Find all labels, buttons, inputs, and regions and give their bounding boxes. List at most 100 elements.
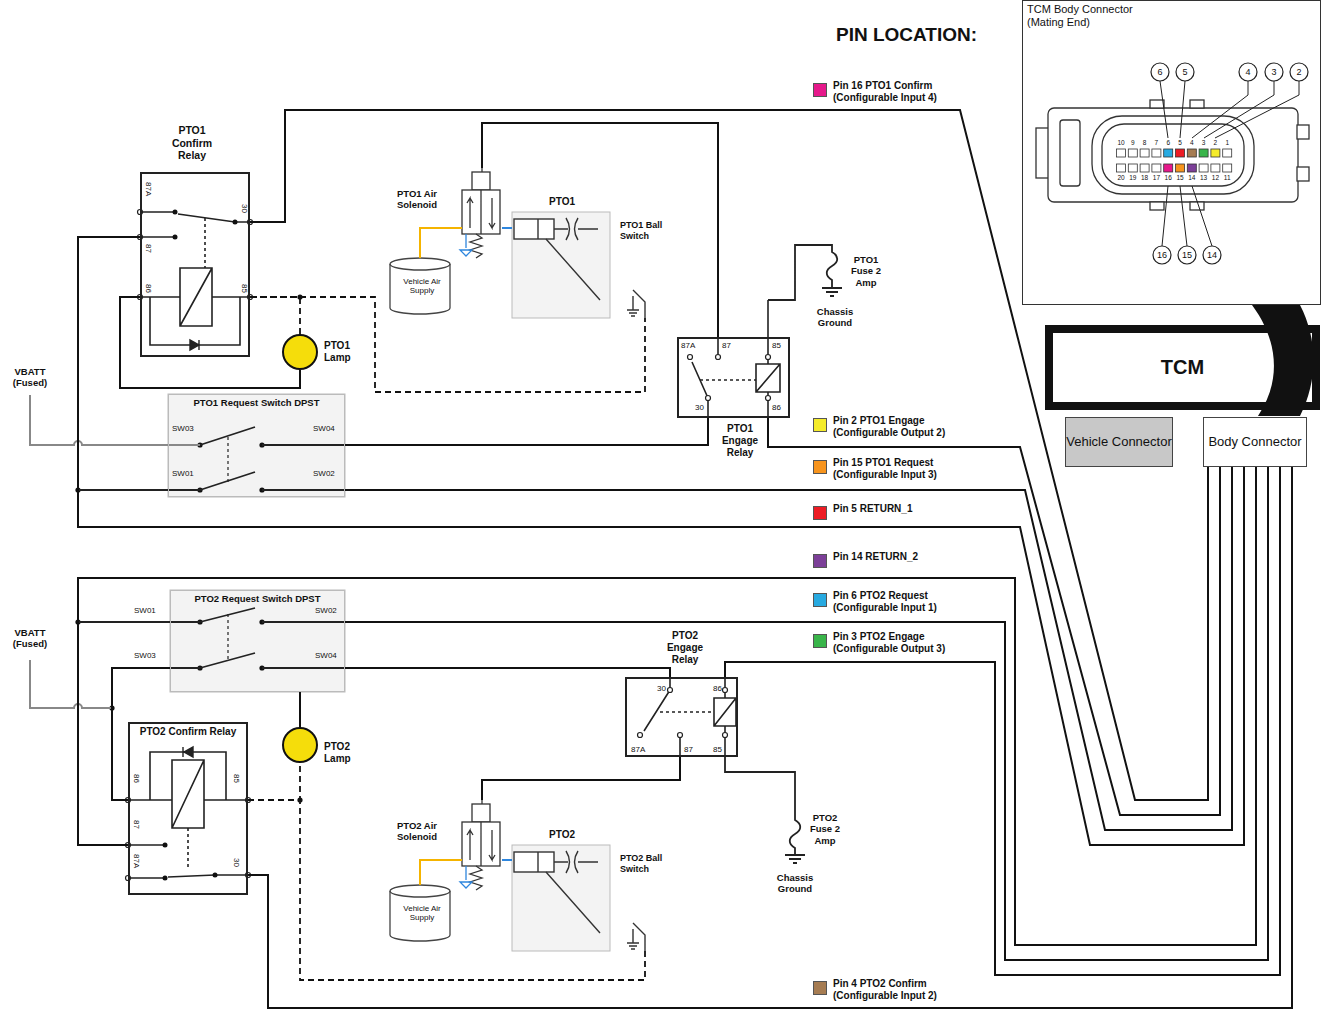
wire (250, 110, 1208, 800)
terminal (716, 355, 721, 360)
relay-box: PTO2 Engage Relay308687A8785 (625, 677, 738, 757)
connector-pin (1211, 164, 1220, 172)
air-solenoid-symbol (460, 800, 500, 890)
connector-pin (1152, 164, 1161, 172)
pin-number: 2 (1208, 139, 1222, 147)
connector-pin (1140, 149, 1149, 157)
box-fill (512, 845, 610, 951)
pin-number: 18 (1138, 174, 1152, 182)
pin-label: 86 (144, 284, 152, 293)
pin-color-swatch (813, 593, 827, 607)
part-label: PTO2 Lamp (324, 741, 360, 765)
connector-housing (1102, 124, 1244, 186)
terminal (723, 688, 728, 693)
pin-number: 12 (1208, 174, 1222, 182)
callout-number: 4 (1238, 66, 1258, 78)
pin-number: 19 (1126, 174, 1140, 182)
terminal (678, 733, 683, 738)
pin-label: 87A (631, 745, 645, 755)
callout-number: 5 (1175, 66, 1195, 78)
connector-pin (1128, 164, 1137, 172)
note-label: PTO2 Fuse 2 Amp (805, 812, 845, 846)
connector-pin (1117, 149, 1126, 157)
connector-pin (1187, 149, 1196, 157)
relay-internals (128, 212, 780, 878)
relay-internals (700, 379, 756, 381)
fuse-ground (768, 245, 842, 300)
part-label: PTO1 Ball Switch (620, 220, 664, 242)
connector-panel: TCM Body Connector (Mating End) (1022, 0, 1321, 305)
note-label: PTO1 Fuse 2 Amp (846, 254, 886, 288)
pin-color-swatch (813, 981, 827, 995)
pin-label: 30 (240, 204, 248, 213)
part-label: PTO1 Engage Relay (718, 423, 762, 459)
switch-wires (227, 437, 228, 661)
note-label: Chassis Ground (766, 872, 824, 895)
pin-legend-text: Pin 4 PTO2 Confirm (Configurable Input 2… (833, 978, 959, 1002)
pin-color-swatch (813, 418, 827, 432)
pin-color-swatch (813, 460, 827, 474)
pto-unit: PTO1PTO1 Ball Switch (512, 212, 672, 318)
part-label: PTO1 Request Switch DPST (169, 397, 344, 408)
connector-housing (1048, 108, 1298, 202)
callout-number: 6 (1150, 66, 1170, 78)
switch-box: PTO2 Request Switch DPSTSW01SW02SW03SW04 (170, 590, 345, 692)
connector-box: Body Connector (1203, 417, 1307, 467)
pin-label: 85 (232, 774, 240, 783)
pin-number: 10 (1114, 139, 1128, 147)
pin-color-swatch (813, 634, 827, 648)
air-solenoid-symbol (462, 822, 500, 866)
pin-number: 1 (1220, 139, 1234, 147)
vbatt-wire (30, 395, 200, 708)
diode-symbol (183, 747, 193, 757)
callout-circle (1178, 246, 1196, 264)
box-label: Vehicle Air Supply (395, 904, 449, 922)
pin-label: 85 (772, 341, 781, 351)
pin-legend-text: Pin 5 RETURN_1 (833, 503, 959, 515)
air-solenoid-symbol (460, 168, 500, 890)
terminal (126, 210, 771, 881)
callout-circle (1151, 63, 1308, 264)
connector-pin (1223, 164, 1232, 172)
air-solenoid-symbol (465, 866, 466, 880)
connector-housing (1060, 120, 1080, 186)
air-solenoid-symbol (470, 234, 482, 258)
relay-internals (128, 752, 248, 878)
junction-dot (163, 843, 168, 848)
pin-color-swatch (813, 554, 827, 568)
callout-number: 16 (1152, 249, 1172, 261)
fuse-ground (725, 757, 805, 863)
connector-pin (1199, 164, 1208, 172)
part-label: PTO2 Request Switch DPST (171, 593, 344, 604)
callout-number: 3 (1264, 66, 1284, 78)
connector-housing (1036, 100, 1309, 210)
connector-box: Vehicle Connector (1065, 417, 1173, 467)
pin-label: 85 (713, 745, 722, 755)
callout-circle (1239, 63, 1257, 81)
connector-pin (1187, 164, 1196, 172)
wire (120, 297, 300, 388)
pin-label: SW03 (134, 651, 156, 661)
part-label: PTO2 Engage Relay (663, 630, 707, 666)
air-tank: Vehicle Air Supply (390, 258, 454, 314)
wire (345, 418, 708, 445)
switch-wires (78, 427, 345, 668)
part-label: TCM Body Connector (Mating End) (1027, 3, 1157, 29)
box-label: TCM (1161, 356, 1204, 379)
pin-number: 4 (1185, 139, 1199, 147)
terminal (766, 396, 771, 401)
callout-number: 2 (1289, 66, 1309, 78)
pin-label: SW01 (134, 606, 156, 616)
pin-legend-text: Pin 14 RETURN_2 (833, 551, 959, 563)
wire (482, 757, 680, 800)
part-label: PTO2 Air Solenoid (384, 820, 450, 843)
box-fill (170, 590, 345, 692)
part-label: PTO2 Confirm Relay (130, 726, 246, 738)
air-line (420, 228, 440, 258)
relay-box: PTO1 Confirm Relay87A87308685 (140, 172, 250, 357)
pin-label: 87A (681, 341, 695, 351)
callout-number: 15 (1177, 249, 1197, 261)
connector-pin (1152, 149, 1161, 157)
wire (482, 123, 718, 337)
pin-label: SW04 (313, 424, 335, 434)
